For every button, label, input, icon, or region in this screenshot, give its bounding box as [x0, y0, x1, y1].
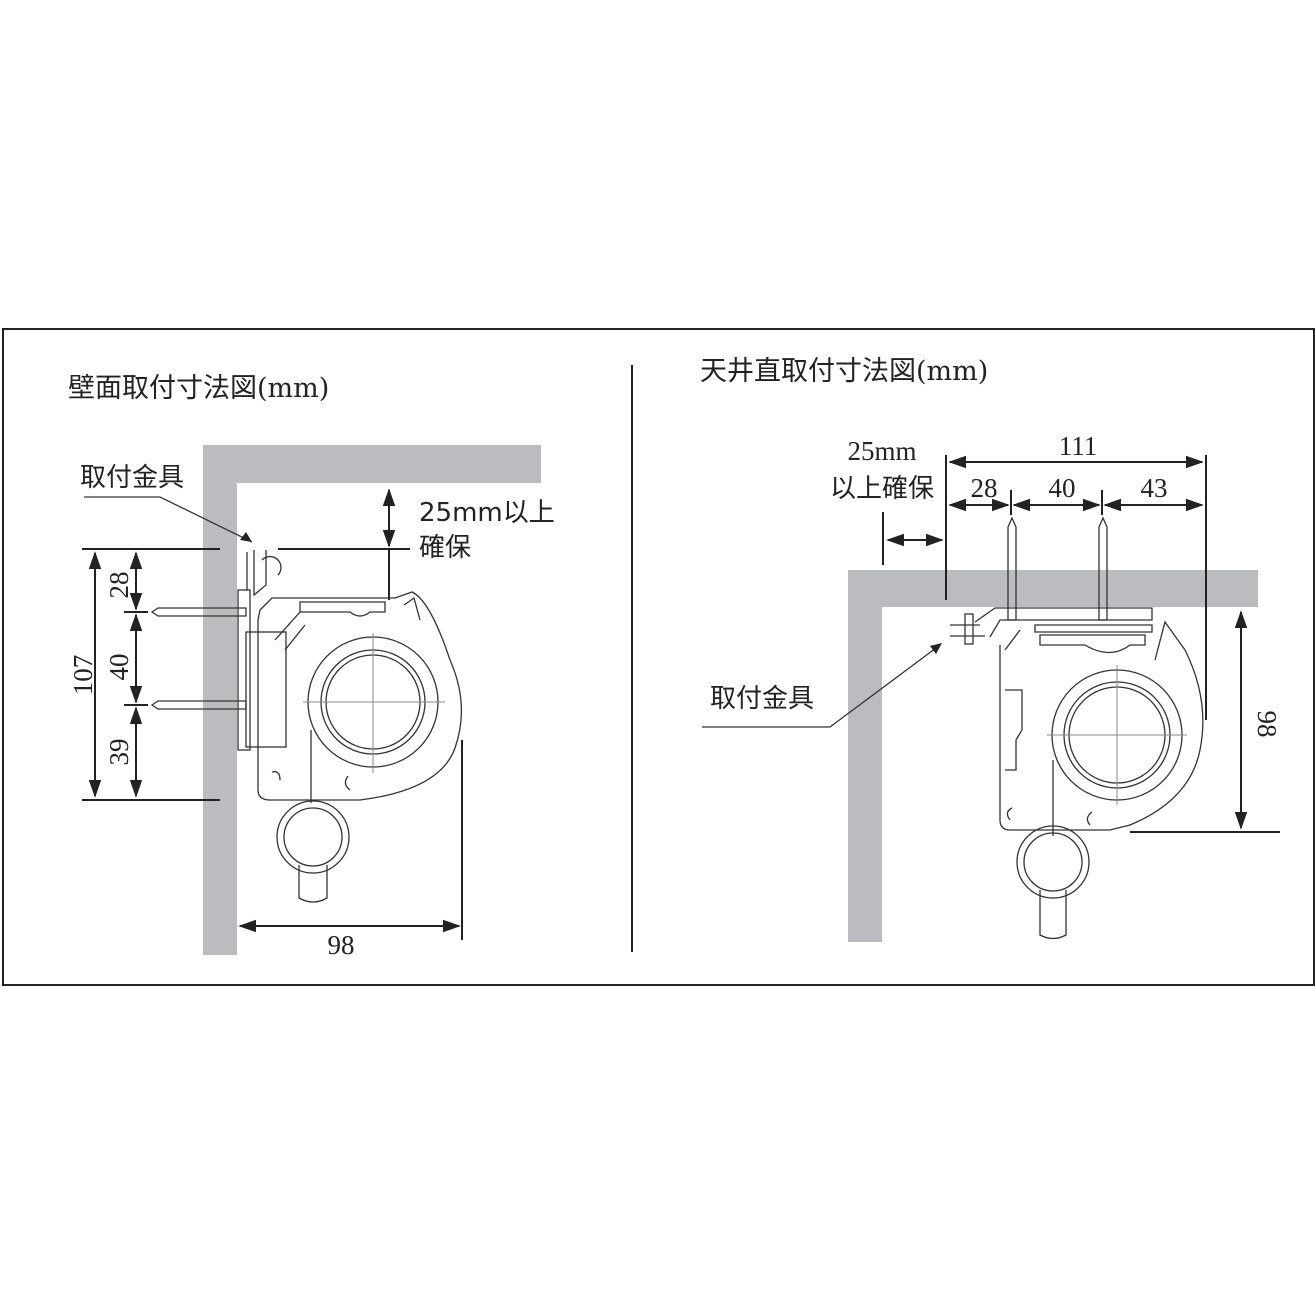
bottom-bar [276, 800, 350, 874]
dim-28: 28 [104, 572, 134, 599]
ceiling-mount-diagram: 天井直取付寸法図(mm) 25mm 以上確保 111 28 40 43 取付金具 [700, 356, 1282, 942]
dim-39: 39 [104, 739, 134, 766]
clearance-label-1: 25mm以上 [419, 498, 555, 528]
ceiling-wall-shape [848, 570, 1258, 942]
dim-107: 107 [68, 655, 98, 696]
dim-111: 111 [1059, 431, 1098, 461]
bracket-label: 取付金具 [710, 684, 814, 714]
dim-98: 98 [328, 930, 355, 960]
dim-28: 28 [971, 473, 998, 503]
screw-left [1007, 516, 1017, 621]
bottom-bar [1016, 825, 1090, 899]
wall-mount-diagram: 壁面取付寸法図(mm) 取付金具 25mm以上 確保 107 28 40 39 [68, 373, 555, 960]
head-rail-profile [950, 607, 1204, 831]
screw-top [150, 607, 247, 617]
dim-40: 40 [1049, 473, 1076, 503]
head-rail-profile [237, 550, 463, 801]
ceiling-mount-title: 天井直取付寸法図(mm) [700, 356, 988, 387]
clearance-label-2: 以上確保 [830, 474, 934, 504]
diagram-frame [2, 328, 1315, 986]
wall-mount-title: 壁面取付寸法図(mm) [68, 373, 329, 404]
bracket-leader-line [84, 496, 253, 543]
dim-98: 98 [1252, 711, 1282, 738]
dim-40: 40 [104, 654, 134, 681]
screw-right [1098, 516, 1108, 621]
wall-ceiling-shape [203, 445, 541, 955]
dim-43: 43 [1141, 473, 1168, 503]
clearance-label-1: 25mm [847, 436, 916, 466]
clearance-label-2: 確保 [419, 533, 471, 563]
bracket-leader-line [702, 644, 941, 728]
bracket-label: 取付金具 [80, 463, 184, 493]
